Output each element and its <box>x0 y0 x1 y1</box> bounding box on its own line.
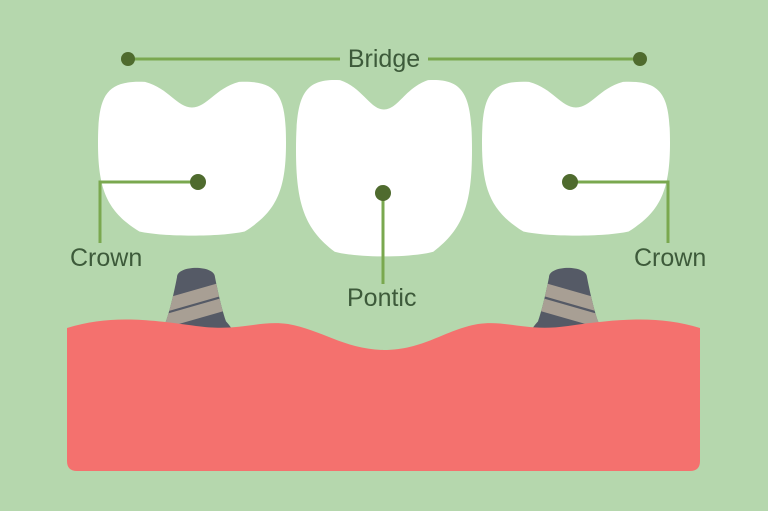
pontic-tooth-center <box>296 79 472 257</box>
bridge-label: Bridge <box>348 45 420 73</box>
crown-right-label: Crown <box>634 244 706 272</box>
crown-left-leader-line <box>98 180 198 243</box>
crown-right-annotation: Crown <box>562 174 706 272</box>
teeth-group <box>98 79 670 257</box>
pontic-marker-dot <box>375 185 391 201</box>
bridge-endpoint-dot-left <box>121 52 135 66</box>
bridge-endpoint-dot-right <box>633 52 647 66</box>
gum-tissue <box>67 319 700 471</box>
crown-left-marker-dot <box>190 174 206 190</box>
crown-left-annotation: Crown <box>70 174 206 272</box>
crown-tooth-left <box>98 81 286 236</box>
crown-right-marker-dot <box>562 174 578 190</box>
crown-left-label: Crown <box>70 244 142 272</box>
crown-right-leader-line <box>570 180 670 243</box>
bridge-annotation: Bridge <box>121 45 647 73</box>
crown-tooth-right <box>482 81 670 236</box>
pontic-label: Pontic <box>347 284 416 312</box>
pontic-annotation: Pontic <box>347 185 416 312</box>
